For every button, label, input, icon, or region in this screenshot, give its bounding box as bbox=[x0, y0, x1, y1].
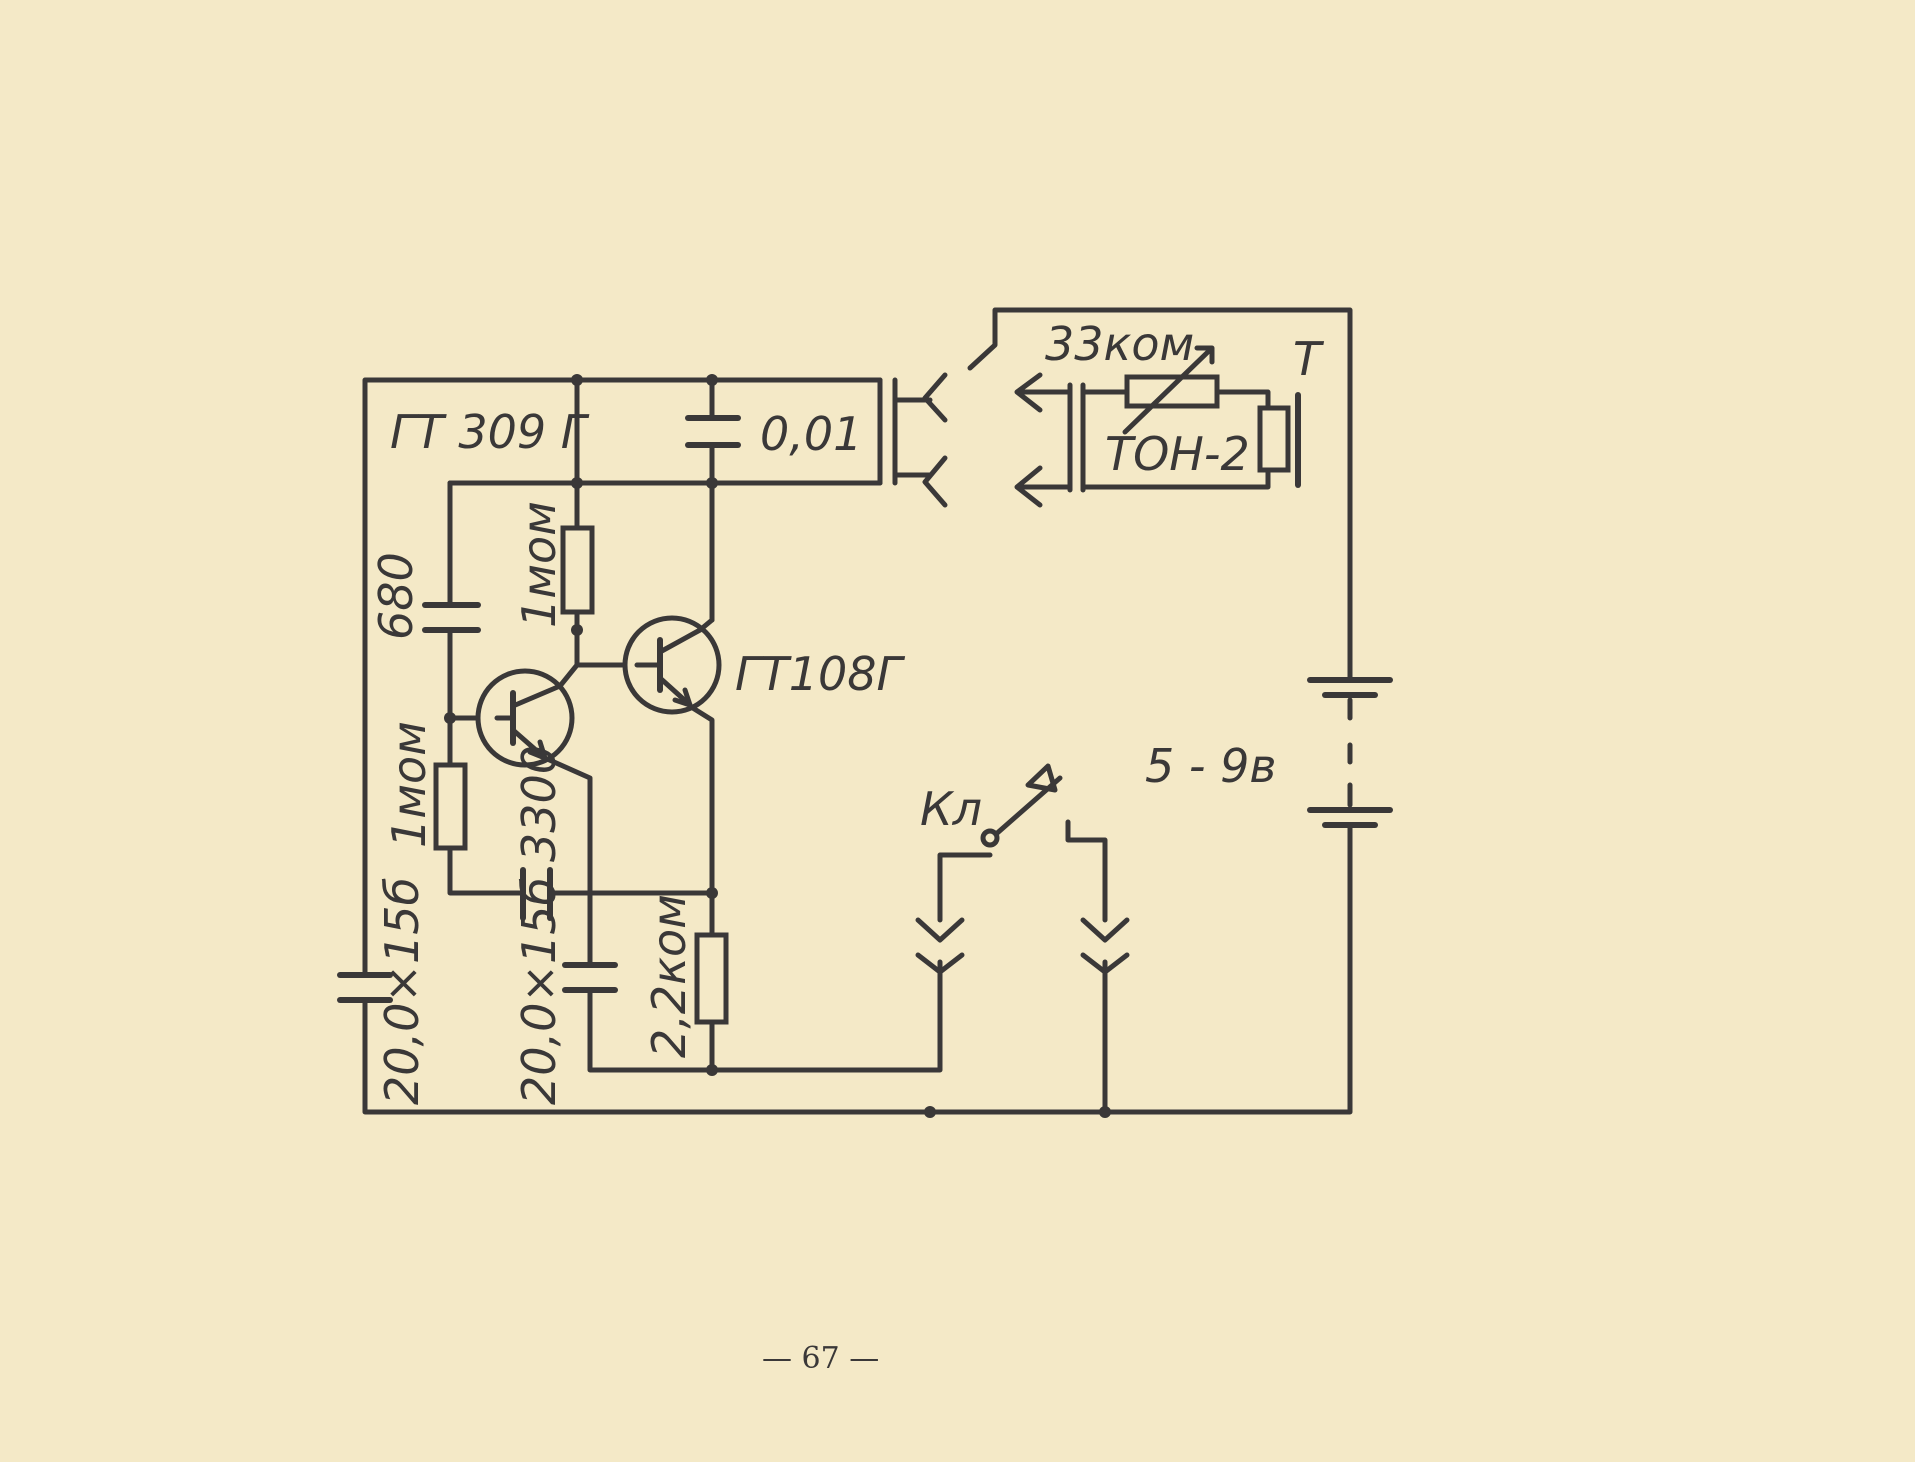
left-rail-bottom bbox=[362, 822, 1353, 1115]
jack-chevron-top-left bbox=[922, 372, 948, 423]
r1m-left-branch bbox=[447, 715, 526, 896]
junctions bbox=[444, 374, 1111, 1118]
label-phones-type: ТОН-2 bbox=[1105, 427, 1250, 481]
label-q2-type: ГТ108Г bbox=[735, 647, 906, 701]
key-jack-chevron-right-top bbox=[1080, 917, 1130, 943]
jack-arrow-top bbox=[1014, 372, 1073, 413]
label-r-load: 2,2ком bbox=[642, 894, 696, 1058]
resistor-2.2kom bbox=[694, 932, 729, 1025]
label-r-bias2: 1мом bbox=[512, 501, 566, 628]
key-jack-chevron-left-top bbox=[915, 917, 965, 943]
key-jack-chevron-right-bottom bbox=[1080, 952, 1130, 975]
c680-branch bbox=[447, 480, 500, 721]
resistor-33kom-variable bbox=[1124, 374, 1220, 409]
label-r-var: 33ком bbox=[1045, 317, 1194, 371]
label-c-out: 0,01 bbox=[760, 407, 862, 461]
label-battery: 5 - 9в bbox=[1145, 739, 1277, 793]
plug-body bbox=[877, 377, 898, 486]
capacitor-680 bbox=[422, 602, 481, 633]
key-jack-left-wire bbox=[709, 959, 943, 1073]
phones-bottom-wire bbox=[1080, 467, 1271, 490]
capacitor-filter-left bbox=[337, 972, 393, 1003]
capacitor-3300 bbox=[520, 867, 553, 921]
label-c-filter2: 20,0×15б bbox=[512, 877, 566, 1105]
label-c-fb: 680 bbox=[369, 552, 423, 640]
capacitors bbox=[337, 415, 741, 1003]
phones-top-wire bbox=[1080, 389, 1271, 411]
page-number: — 67 — bbox=[762, 1341, 879, 1376]
label-c-3300: 3300 bbox=[512, 745, 566, 862]
key-knob bbox=[1025, 763, 1058, 793]
resistor-1mom-left bbox=[433, 762, 468, 851]
phones-plug-body bbox=[1067, 382, 1086, 493]
variable-resistor-arrow bbox=[1122, 345, 1215, 435]
battery-right-wire bbox=[967, 307, 1353, 683]
resistor-1mom-top bbox=[560, 525, 595, 615]
key-jack-chevron-left-bottom bbox=[915, 952, 965, 975]
label-phones-ref: Т bbox=[1293, 332, 1325, 386]
battery-symbol bbox=[1307, 677, 1393, 828]
wires bbox=[362, 307, 1353, 1115]
key-right-wire bbox=[1065, 819, 1108, 923]
q1-collector-wire bbox=[557, 662, 580, 689]
jack-arrow-bottom bbox=[1014, 465, 1073, 508]
capacitor-filter-center bbox=[562, 962, 618, 993]
q1-emitter-wire bbox=[542, 755, 715, 1073]
transistor-q1-gt309g bbox=[475, 668, 575, 768]
label-c-filter1: 20,0×15б bbox=[375, 877, 429, 1105]
labels: ГТ 309 Г 0,01 ГТ108Г 33ком Т ТОН-2 Кл 5 … bbox=[369, 317, 1325, 1105]
label-key: Кл bbox=[920, 782, 982, 836]
key-left-wire bbox=[937, 852, 993, 923]
transistor-q2-gt108g bbox=[622, 615, 722, 715]
jack-chevron-bottom-left bbox=[922, 455, 948, 508]
label-r-bias1: 1мом bbox=[382, 721, 436, 848]
headphones-symbol bbox=[1257, 392, 1301, 488]
resistors bbox=[433, 345, 1220, 1025]
label-q1-type: ГТ 309 Г bbox=[390, 405, 590, 459]
capacitor-0.01 bbox=[685, 415, 741, 448]
